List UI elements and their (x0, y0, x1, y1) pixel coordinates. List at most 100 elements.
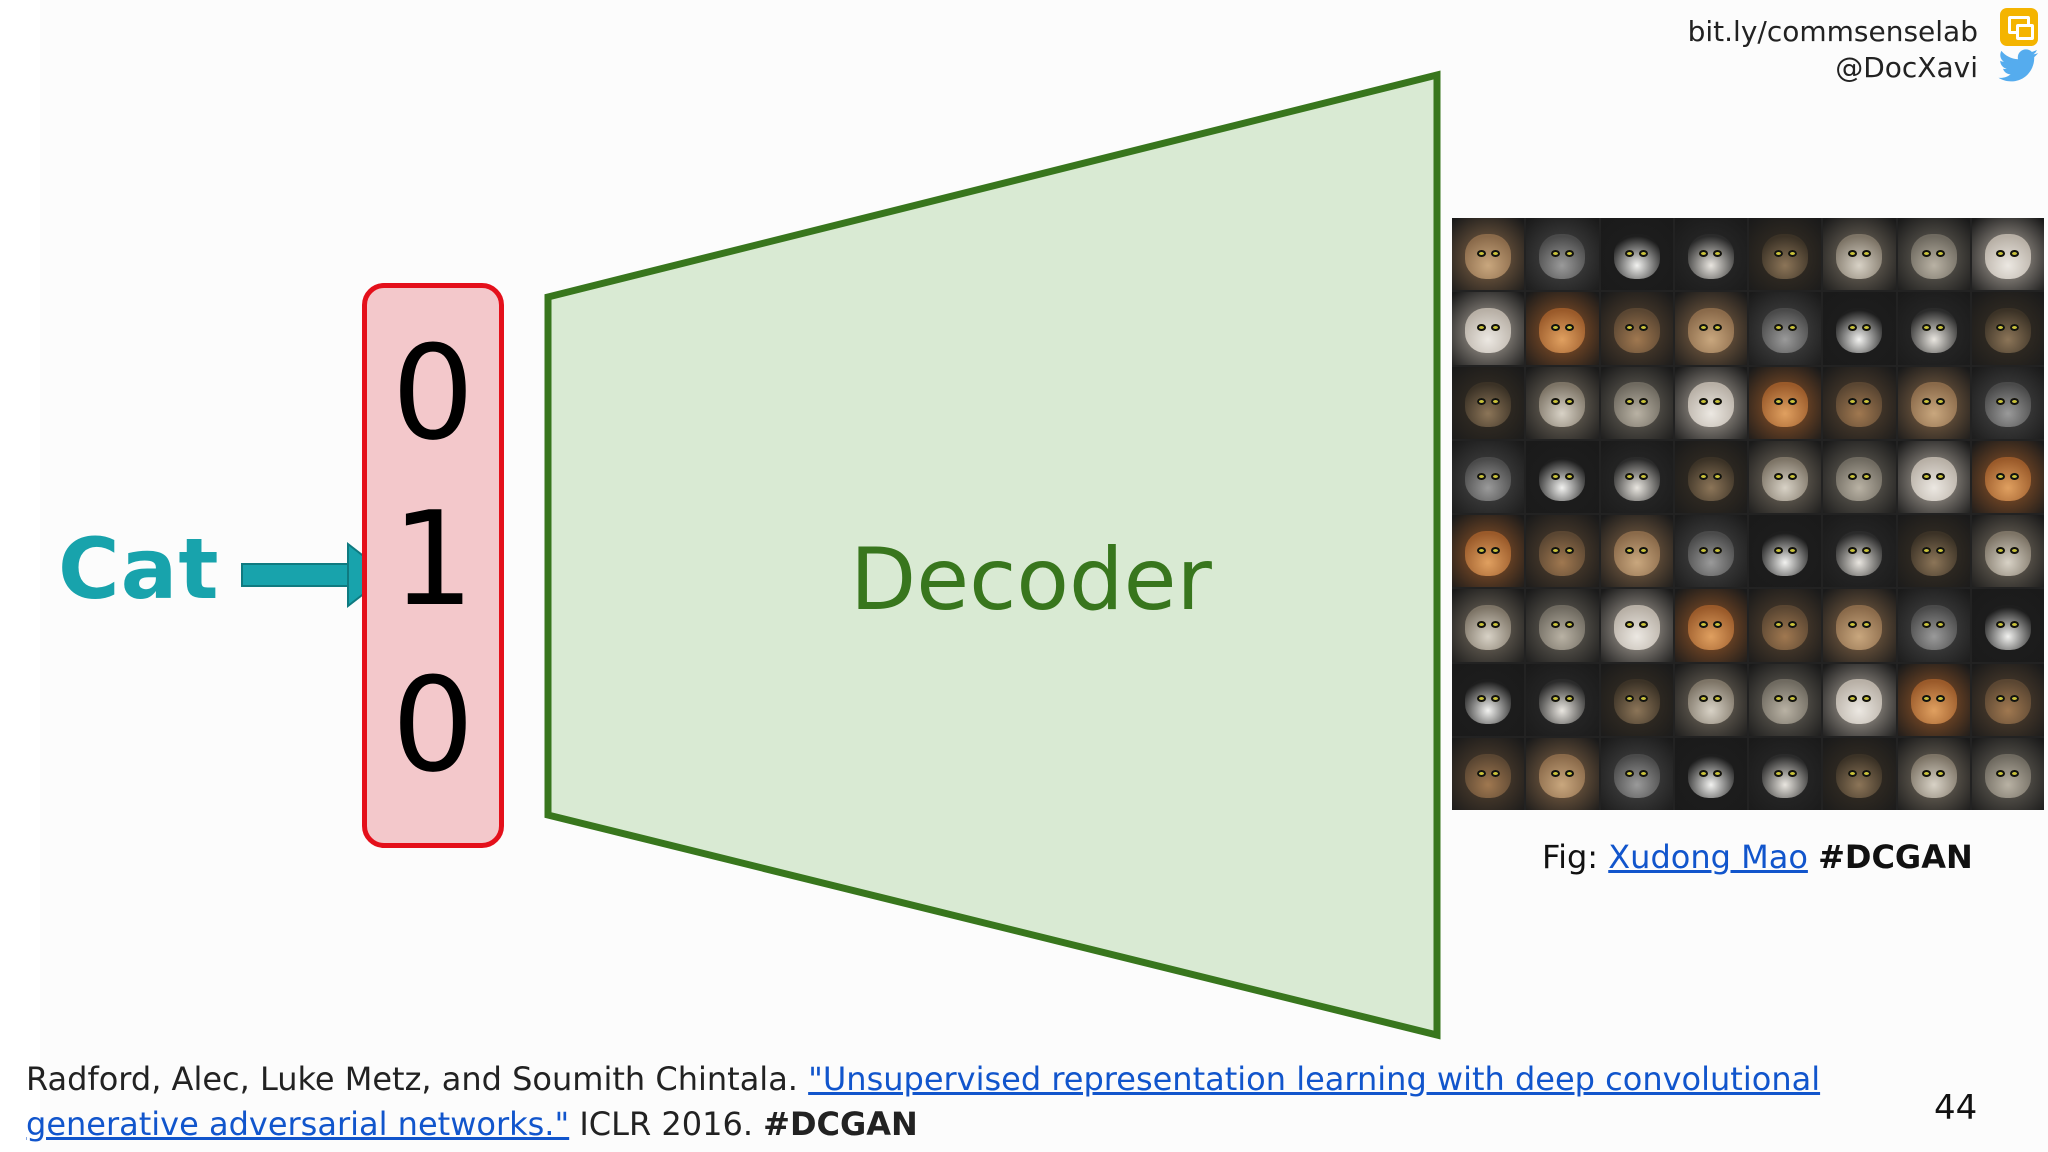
cat-image-tile (1452, 663, 1525, 736)
cat-eye (1564, 398, 1574, 406)
cat-eye (1490, 324, 1500, 332)
cat-eye (1699, 769, 1709, 777)
cat-eye (2010, 621, 2020, 629)
cat-face (1984, 233, 2031, 279)
cat-eye (1699, 249, 1709, 257)
caption-tag: #DCGAN (1818, 838, 1973, 876)
cat-eye (1922, 546, 1932, 554)
cat-face (1836, 679, 1883, 725)
cat-eye (1564, 324, 1574, 332)
cat-face (1984, 530, 2031, 576)
cat-eye (1639, 546, 1649, 554)
cat-eye (1787, 472, 1797, 480)
cat-eye (1476, 546, 1486, 554)
cat-face (1613, 456, 1660, 502)
cat-image-tile (1526, 663, 1599, 736)
cat-image-tile (1971, 663, 2044, 736)
citation-title-link[interactable]: "Unsupervised representation learning wi… (26, 1060, 1821, 1143)
decoder-label: Decoder (850, 530, 1212, 630)
cat-image-tile (1749, 218, 1822, 291)
cat-eye (1773, 695, 1783, 703)
cat-image-tile (1971, 292, 2044, 365)
cat-face (1910, 382, 1957, 428)
cat-eye (2010, 769, 2020, 777)
cat-image-tile (1897, 218, 1970, 291)
cat-eye (2010, 324, 2020, 332)
caption-author-link[interactable]: Xudong Mao (1608, 838, 1808, 876)
cat-eye (2010, 695, 2020, 703)
cat-eye (1936, 695, 1946, 703)
cat-image-tile (1674, 440, 1747, 513)
cat-eye (1564, 249, 1574, 257)
cat-eye (1699, 695, 1709, 703)
cat-eye (1699, 398, 1709, 406)
cat-eye (1847, 249, 1857, 257)
cat-eye (2010, 398, 2020, 406)
cat-eye (1847, 472, 1857, 480)
citation: Radford, Alec, Luke Metz, and Soumith Ch… (26, 1057, 1946, 1147)
cat-image-tile (1823, 589, 1896, 662)
cat-image-tile (1823, 366, 1896, 439)
cat-eye (1713, 249, 1723, 257)
cat-eye (1787, 249, 1797, 257)
cat-eye (1564, 472, 1574, 480)
cat-eye (1936, 621, 1946, 629)
cat-image-tile (1526, 589, 1599, 662)
cat-eye (1550, 249, 1560, 257)
cat-eye (1639, 769, 1649, 777)
cat-face (1762, 308, 1809, 353)
cat-image-tile (1971, 366, 2044, 439)
cat-face (1910, 233, 1957, 279)
cat-face (1984, 456, 2031, 502)
cat-eye (1550, 621, 1560, 629)
cat-face (1762, 679, 1809, 725)
cat-eye (1773, 472, 1783, 480)
cat-face (1613, 233, 1660, 279)
cat-face (1539, 233, 1586, 279)
cat-image-tile (1749, 440, 1822, 513)
cat-eye (1787, 621, 1797, 629)
cat-eye (1787, 695, 1797, 703)
cat-eye (1699, 472, 1709, 480)
cat-face (1836, 605, 1883, 650)
cat-eye (1847, 398, 1857, 406)
cat-eye (1476, 249, 1486, 257)
cat-face (1836, 233, 1883, 279)
cat-eye (1713, 324, 1723, 332)
cat-eye (1639, 249, 1649, 257)
cat-eye (1476, 621, 1486, 629)
cat-face (1762, 530, 1809, 576)
cat-face (1465, 382, 1512, 428)
cat-eye (1922, 621, 1932, 629)
cat-eye (1639, 398, 1649, 406)
twitter-handle[interactable]: @DocXavi (1835, 51, 1978, 84)
cat-image-tile (1526, 218, 1599, 291)
url-text[interactable]: bit.ly/commsenselab (1687, 15, 1978, 48)
cat-eye (1996, 472, 2006, 480)
cat-eye (1922, 695, 1932, 703)
cat-eye (1476, 695, 1486, 703)
cat-image-tile (1823, 218, 1896, 291)
citation-tag: #DCGAN (763, 1105, 918, 1143)
cat-eye (1861, 324, 1871, 332)
cat-eye (1550, 546, 1560, 554)
cat-eye (1639, 324, 1649, 332)
cat-eye (1564, 695, 1574, 703)
cat-eye (1490, 398, 1500, 406)
cat-eye (1861, 249, 1871, 257)
cat-image-tile (1897, 737, 1970, 810)
cat-eye (1699, 546, 1709, 554)
cat-eye (1490, 695, 1500, 703)
cat-face (1984, 308, 2031, 353)
cat-eye (1550, 398, 1560, 406)
cat-image-tile (1971, 218, 2044, 291)
cat-face (1539, 530, 1586, 576)
cat-face (1910, 456, 1957, 502)
cat-eye (1787, 324, 1797, 332)
cat-eye (1625, 398, 1635, 406)
cat-eye (1847, 695, 1857, 703)
cat-eye (1490, 249, 1500, 257)
cat-image-tile (1674, 663, 1747, 736)
cat-eye (1936, 249, 1946, 257)
